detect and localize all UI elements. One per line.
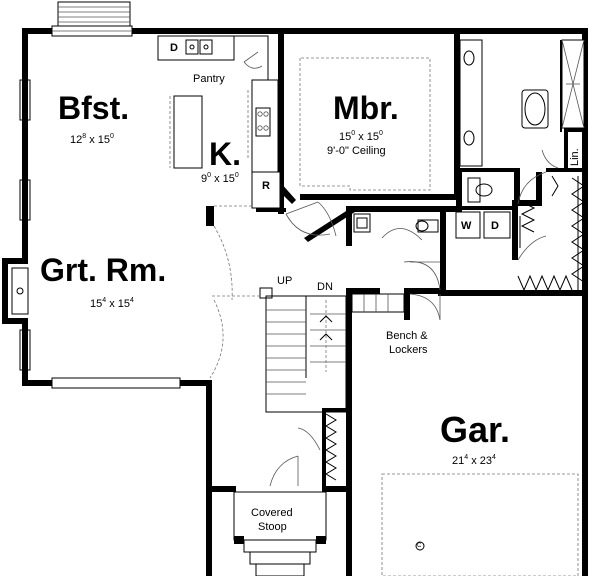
- label-linen: Lin.: [569, 148, 581, 166]
- dim-sep: x: [468, 455, 480, 467]
- windows-left: [19, 79, 31, 371]
- fireplace: [2, 258, 29, 324]
- dim-sep: x: [355, 131, 367, 143]
- label-dishwasher: D: [170, 42, 178, 54]
- dim-b-sup: 0: [379, 130, 383, 137]
- room-name-gar: Gar.: [440, 409, 511, 450]
- dim-a: 9: [201, 173, 208, 185]
- room-dims-bfst: 128 x 150: [70, 133, 114, 146]
- dim-a-sup: 0: [207, 172, 212, 179]
- room-name-kitchen: K.: [209, 136, 241, 172]
- dim-a: 15: [339, 131, 352, 143]
- label-bench-lockers-2: Lockers: [389, 344, 428, 356]
- label-covered-stoop-2: Stoop: [258, 521, 287, 533]
- dim-a-sup: 4: [464, 454, 469, 461]
- room-name-bfst: Bfst.: [58, 90, 130, 126]
- bath-fixtures: [459, 39, 585, 205]
- stairs: [259, 287, 347, 413]
- label-stair-down: DN: [317, 281, 333, 293]
- room-note-mbr: 9'-0" Ceiling: [327, 145, 386, 157]
- dim-a: 15: [90, 298, 103, 310]
- label-washer: W: [461, 220, 472, 232]
- dim-b-sup: 0: [110, 133, 114, 140]
- dim-sep: x: [211, 173, 223, 185]
- dim-a-sup: 8: [82, 133, 87, 140]
- dim-b: 23: [479, 455, 493, 467]
- garage-outline: [381, 473, 579, 576]
- label-refrigerator: R: [262, 180, 270, 192]
- dim-b: 15: [222, 173, 235, 185]
- dim-b: 15: [366, 131, 380, 143]
- closet-rods: [325, 175, 585, 481]
- label-cabinet-mark: C: [417, 543, 422, 549]
- label-pantry: Pantry: [193, 73, 225, 85]
- room-dims-kitchen: 90 x 150: [201, 172, 239, 185]
- dim-b: 15: [117, 298, 131, 310]
- dim-b-sup: 4: [492, 454, 496, 461]
- window-bottom: [51, 377, 181, 389]
- dim-b-sup: 4: [130, 297, 134, 304]
- dim-a-sup: 4: [102, 297, 107, 304]
- powder-fixtures: [353, 176, 579, 290]
- room-dims-mbr: 150 x 150: [339, 130, 383, 143]
- room-dims-gar: 214 x 234: [452, 454, 496, 467]
- dim-b-sup: 0: [234, 172, 239, 179]
- room-name-grt-rm: Grt. Rm.: [40, 252, 167, 288]
- dim-sep: x: [86, 134, 98, 146]
- dim-a: 12: [70, 134, 83, 146]
- room-name-mbr: Mbr.: [333, 90, 399, 126]
- label-covered-stoop-1: Covered: [251, 507, 293, 519]
- dim-sep: x: [106, 298, 118, 310]
- exterior-walls: [22, 28, 588, 576]
- dim-b: 15: [97, 134, 111, 146]
- label-stair-up: UP: [277, 275, 293, 287]
- dim-a: 21: [452, 455, 465, 467]
- bench-lockers: [351, 293, 441, 321]
- dim-a-sup: 0: [351, 130, 356, 137]
- label-dryer: D: [491, 220, 499, 232]
- windows-top: [51, 1, 133, 37]
- door-swings: [209, 225, 441, 487]
- covered-stoop: [233, 491, 327, 576]
- room-dims-grt-rm: 154 x 154: [90, 297, 134, 310]
- label-bench-lockers-1: Bench &: [386, 330, 428, 342]
- interior-walls: [206, 28, 586, 492]
- master-fixtures: [285, 57, 431, 237]
- kitchen-fixtures: [157, 35, 281, 209]
